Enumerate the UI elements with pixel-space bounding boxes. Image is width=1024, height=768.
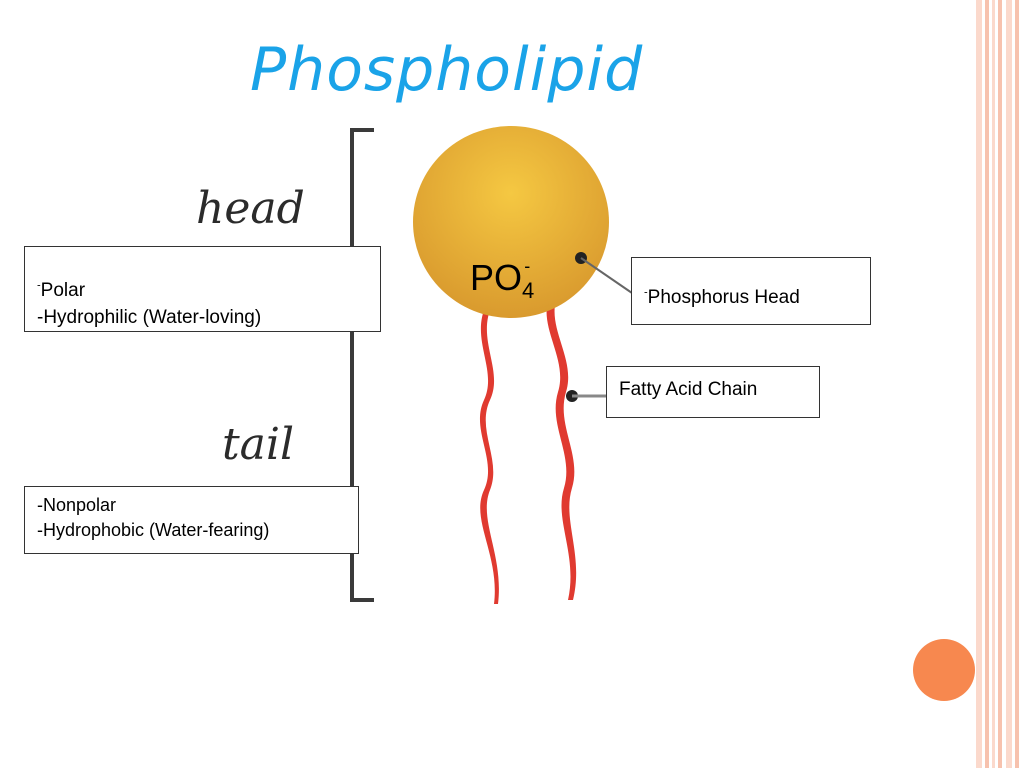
- phosphate-head-circle: [413, 126, 609, 318]
- polar-prefix: -: [37, 279, 41, 292]
- right-border-decoration: [976, 0, 1019, 768]
- tail-label: tail: [222, 419, 295, 470]
- hydrophobic-line: -Hydrophobic (Water-fearing): [37, 520, 270, 540]
- fatty-acid-chains: [479, 300, 577, 604]
- fatty-acid-text: Fatty Acid Chain: [619, 379, 758, 400]
- nonpolar-line: -Nonpolar: [37, 495, 117, 515]
- polar-text: Polar: [40, 280, 86, 301]
- formula-subscript: 4: [522, 278, 535, 303]
- hydrophilic-line: -Hydrophilic (Water-loving): [37, 307, 262, 328]
- phosphorus-prefix: -: [644, 286, 648, 299]
- fatty-acid-box: Fatty Acid Chain: [606, 366, 820, 418]
- bracket-line: [350, 128, 374, 602]
- phosphorus-head-box: -Phosphorus Head: [631, 257, 871, 325]
- fatty-acid-pointer: [566, 390, 607, 402]
- page-title: Phospholipid: [250, 35, 644, 105]
- polar-line: -Polar: [37, 277, 380, 304]
- head-label: head: [196, 183, 305, 234]
- tail-properties-box: -Nonpolar -Hydrophobic (Water-fearing): [24, 486, 359, 554]
- formula-superscript: -: [524, 256, 531, 276]
- phosphorus-text: Phosphorus Head: [647, 287, 800, 308]
- phosphorus-line: -Phosphorus Head: [644, 284, 870, 311]
- phosphorus-pointer: [575, 252, 633, 294]
- phosphate-formula: PO4-: [470, 246, 534, 311]
- head-properties-box: -Polar -Hydrophilic (Water-loving): [24, 246, 381, 332]
- formula-text: PO: [470, 257, 523, 298]
- accent-dot-icon: [913, 639, 975, 701]
